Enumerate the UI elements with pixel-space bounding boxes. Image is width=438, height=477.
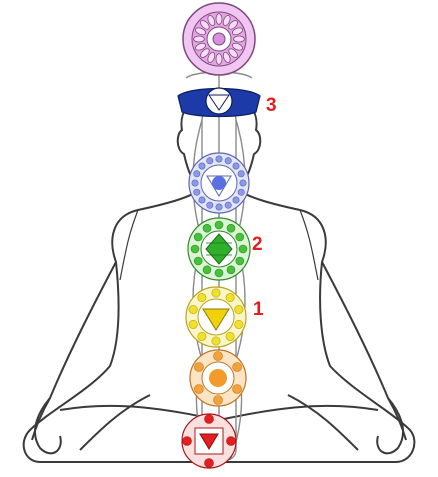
lotus-petal — [197, 293, 207, 303]
lotus-petal — [193, 256, 203, 266]
lotus-petal — [200, 20, 210, 30]
throat-lotus-icon — [188, 152, 250, 214]
lotus-petal — [232, 162, 240, 170]
lotus-petal — [237, 170, 245, 178]
lotus-petal — [226, 436, 236, 446]
lotus-petal — [235, 232, 245, 242]
lotus-petal — [198, 162, 206, 170]
root-lotus-icon — [181, 413, 237, 469]
lotus-petal — [194, 384, 204, 394]
lotus-petal — [182, 436, 192, 446]
lotus-petal — [194, 27, 207, 36]
lotus-petal — [224, 157, 232, 165]
lotus-petal — [215, 13, 223, 25]
lotus-petal — [237, 188, 245, 196]
lotus-petal — [202, 223, 212, 233]
lotus-petal — [207, 51, 216, 64]
lotus-petal — [193, 170, 201, 178]
lotus-petal — [222, 14, 231, 27]
lotus-petal — [200, 48, 210, 58]
lotus-petal — [211, 336, 221, 346]
lotus-petal — [213, 351, 223, 361]
marker-label-1: 1 — [253, 299, 264, 320]
lotus-petal — [231, 42, 244, 51]
lotus-petal — [190, 244, 200, 254]
lotus-petal — [197, 331, 207, 341]
lotus-petal — [228, 20, 238, 30]
lotus-petal — [214, 220, 224, 230]
lotus-petal — [235, 256, 245, 266]
lotus-petal — [194, 362, 204, 372]
lotus-petal — [206, 157, 214, 165]
lotus-petal — [193, 35, 205, 43]
lotus-petal — [204, 414, 214, 424]
lotus-petal — [225, 331, 235, 341]
lotus-petal — [191, 179, 199, 187]
lotus-petal — [194, 42, 207, 51]
lotus-petal — [211, 288, 221, 298]
lotus-petal — [215, 155, 223, 163]
lotus-petal — [228, 48, 238, 58]
lotus-petal — [234, 319, 244, 329]
lotus-petal — [239, 179, 247, 187]
lotus-petal — [188, 305, 198, 315]
heart-lotus-icon — [187, 217, 251, 281]
lotus-petal — [233, 35, 245, 43]
lotus-petal — [232, 196, 240, 204]
lotus-petal — [188, 319, 198, 329]
lotus-petal — [215, 53, 223, 65]
solar-plexus-lotus-icon — [185, 286, 247, 348]
lotus-petal — [207, 14, 216, 27]
lotus-petal — [226, 223, 236, 233]
lotus-petal — [206, 201, 214, 209]
marker-label-2: 2 — [252, 234, 263, 255]
lotus-petal — [202, 265, 212, 275]
lotus-petal — [225, 293, 235, 303]
lotus-petal — [213, 395, 223, 405]
lotus-petal — [198, 196, 206, 204]
lotus-petal — [222, 51, 231, 64]
lotus-petal — [224, 201, 232, 209]
lotus-petal — [204, 458, 214, 468]
lotus-petal — [231, 27, 244, 36]
lotus-petal — [193, 188, 201, 196]
crown-lotus-icon — [182, 2, 256, 76]
lotus-petal — [214, 268, 224, 278]
marker-label-3: 3 — [266, 95, 277, 116]
lotus-petal — [215, 203, 223, 211]
third-eye-icon — [177, 87, 261, 118]
lotus-petal — [193, 232, 203, 242]
lotus-petal — [226, 265, 236, 275]
lotus-petal — [234, 305, 244, 315]
lotus-petal — [238, 244, 248, 254]
sacral-lotus-icon — [189, 349, 247, 407]
lotus-petal — [232, 362, 242, 372]
lotus-petal — [232, 384, 242, 394]
